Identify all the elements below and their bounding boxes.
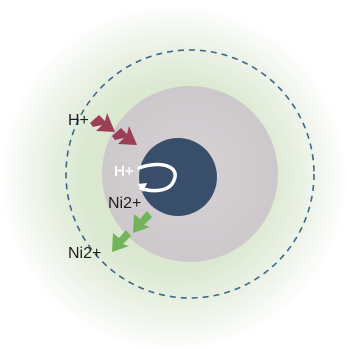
rotate-arrow-icon bbox=[137, 162, 177, 193]
arrow-right-down-icon bbox=[90, 113, 137, 145]
label-ni-outer: Ni2+ bbox=[68, 245, 101, 262]
rotation-arc bbox=[137, 162, 177, 193]
dark-core bbox=[139, 138, 217, 216]
label-h-outer: H+ bbox=[68, 112, 89, 129]
label-h-outer-text: H+ bbox=[68, 112, 89, 129]
label-ni-inner-text: Ni2+ bbox=[108, 195, 141, 212]
arrow-left-down-icon bbox=[112, 211, 152, 252]
proton-arrow-outer bbox=[90, 113, 115, 132]
label-h-inner: H+ bbox=[114, 163, 134, 180]
label-ni-outer-text: Ni2+ bbox=[68, 245, 101, 262]
nickel-arrow-inner bbox=[133, 211, 152, 233]
nickel-arrow-outer bbox=[112, 230, 131, 252]
proton-arrow-inner bbox=[112, 126, 137, 145]
label-ni-inner: Ni2+ bbox=[108, 195, 141, 212]
label-h-inner-text: H+ bbox=[114, 163, 134, 180]
rotation-arrowhead bbox=[138, 183, 147, 192]
dashed-boundary-ring bbox=[65, 49, 315, 299]
